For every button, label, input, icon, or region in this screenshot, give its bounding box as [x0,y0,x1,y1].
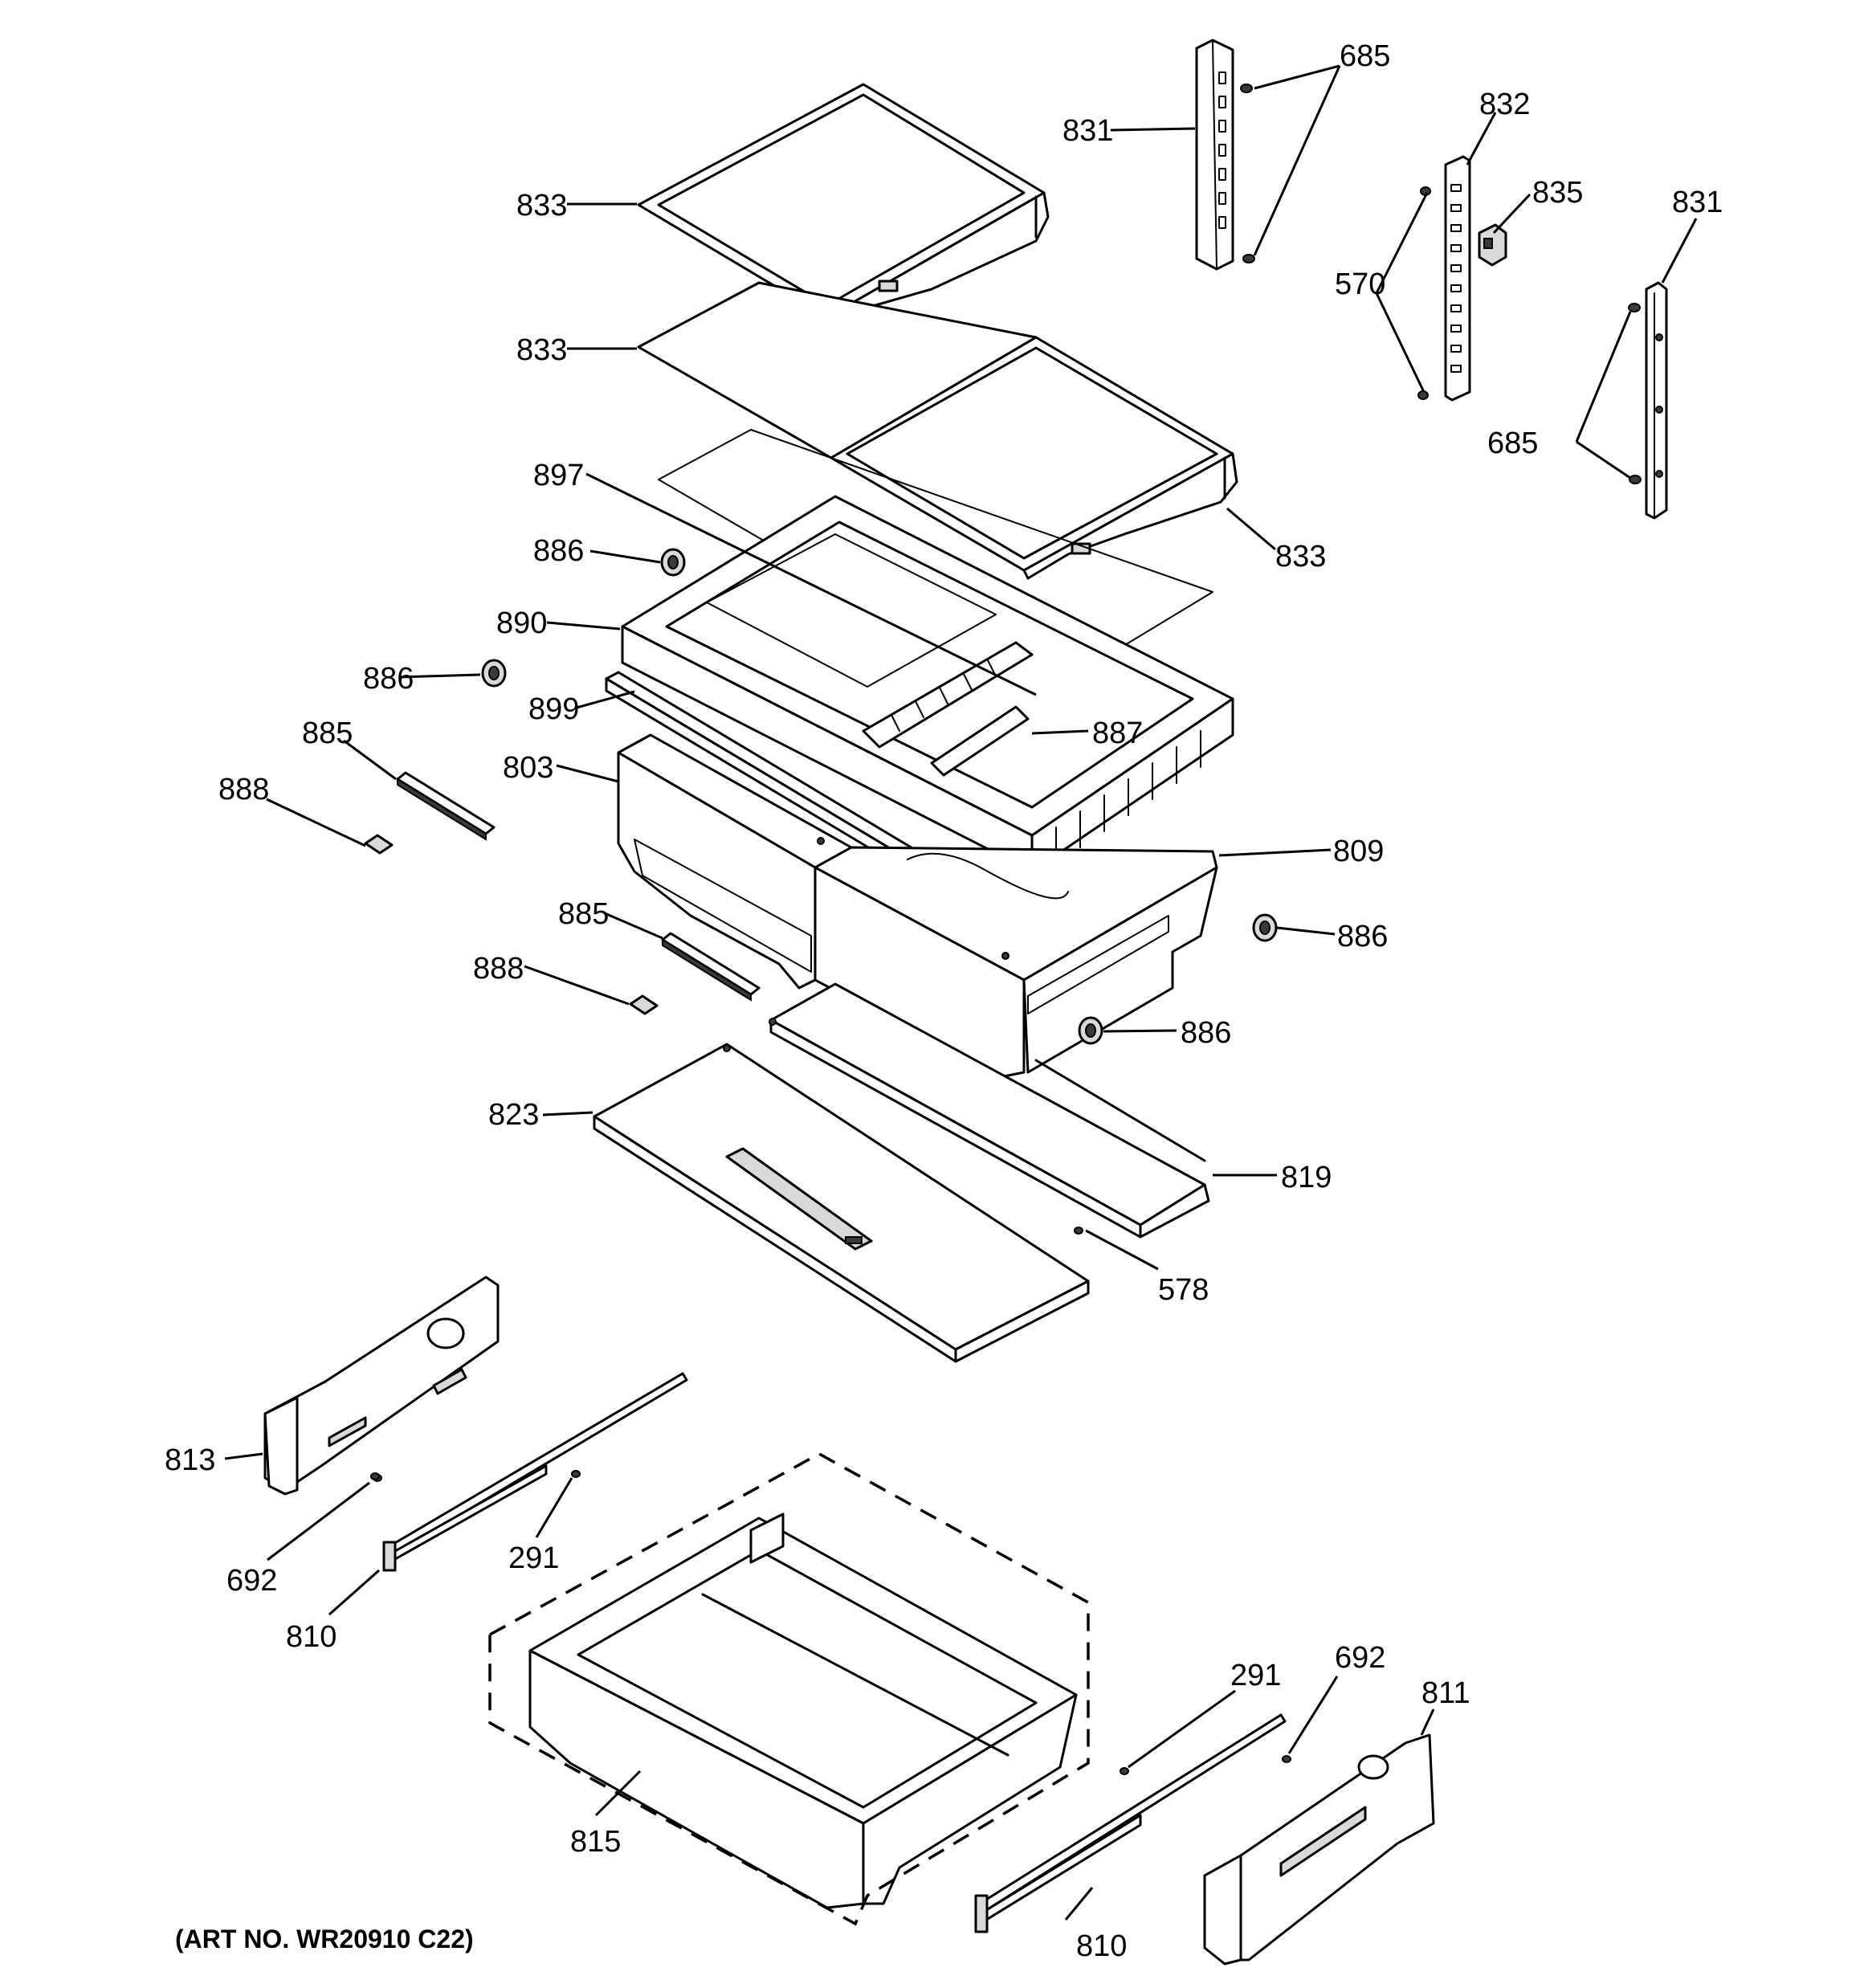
pan-809[interactable] [814,846,1218,1078]
shelf-rail-right[interactable] [1645,281,1668,520]
callout-291-left: 291 [508,1541,559,1575]
callout-835: 835 [1532,176,1583,210]
clip-888-upper[interactable] [364,834,394,855]
callout-833-b: 833 [516,333,567,367]
callout-886-d: 886 [1181,1016,1231,1050]
callout-815: 815 [570,1825,621,1859]
callout-823: 823 [488,1098,539,1132]
shelf-rail-center[interactable] [1444,155,1471,402]
housing-811[interactable] [1203,1733,1435,1966]
callout-886-a: 886 [533,534,584,568]
screw-692-right[interactable] [1282,1755,1291,1763]
callout-685-top: 685 [1340,39,1390,73]
callout-832: 832 [1479,88,1530,121]
divider-887[interactable] [862,641,1034,777]
callout-886-b: 886 [363,662,414,696]
callout-890: 890 [496,606,547,640]
callout-831-right: 831 [1672,186,1723,219]
callout-886-c: 886 [1337,920,1388,953]
callout-811: 811 [1421,1676,1470,1710]
callout-810-right: 810 [1076,1929,1127,1963]
roller-886-a[interactable] [660,548,686,577]
roller-886-d[interactable] [1078,1016,1103,1045]
screw-570[interactable] [1417,186,1431,400]
glass-shelf-833-top[interactable] [637,83,1050,327]
callout-885-a: 885 [302,716,353,750]
slide-885-upper[interactable] [396,771,496,841]
callout-692-left: 692 [226,1564,277,1598]
callout-291-right: 291 [1230,1659,1281,1692]
callout-685-right: 685 [1487,427,1538,460]
drawer-slide-810-right[interactable] [974,1713,1287,1933]
callout-833-a: 833 [516,189,567,222]
screw-685-upper[interactable] [1240,84,1255,263]
drawer-frame-890[interactable] [621,495,1234,873]
callout-810-left: 810 [286,1620,336,1654]
screw-692-left[interactable] [370,1472,380,1480]
callout-813: 813 [165,1443,215,1477]
pan-803[interactable] [617,733,853,990]
bracket-835[interactable] [1478,223,1507,267]
drawer-815[interactable] [528,1512,1078,1909]
callout-887: 887 [1092,716,1143,750]
glass-shelf-833-middle[interactable] [637,281,1238,580]
callout-819: 819 [1281,1161,1332,1194]
leader-lines [224,64,1698,1921]
callout-803: 803 [503,751,553,785]
callout-831-left: 831 [1062,114,1113,148]
housing-813[interactable] [263,1276,500,1496]
callout-888-b: 888 [473,952,524,986]
callout-897: 897 [533,459,584,492]
clip-888-lower[interactable] [629,994,659,1015]
callout-885-b: 885 [558,897,609,931]
callout-570: 570 [1335,267,1385,301]
roller-886-b[interactable] [481,659,507,688]
cover-823[interactable] [593,1043,1090,1363]
slide-885-lower[interactable] [661,932,761,1002]
callout-692-right: 692 [1335,1641,1385,1675]
screw-685-lower[interactable] [1628,303,1642,484]
callout-899: 899 [528,692,579,726]
drawer-slide-810-left[interactable] [382,1372,688,1572]
art-number: (ART NO. WR20910 C22) [175,1925,474,1953]
callout-888-a: 888 [218,773,269,806]
callout-833-c: 833 [1275,540,1326,574]
callout-labels: 685 831 832 835 831 570 685 833 833 833 … [165,39,1723,1963]
roller-886-c[interactable] [1252,913,1278,942]
shelf-rail-left[interactable] [1195,39,1234,271]
callout-578: 578 [1158,1273,1209,1307]
callout-809: 809 [1333,835,1384,868]
drawer-815-group-outline [488,1452,1090,1926]
plate-819[interactable] [769,982,1210,1239]
